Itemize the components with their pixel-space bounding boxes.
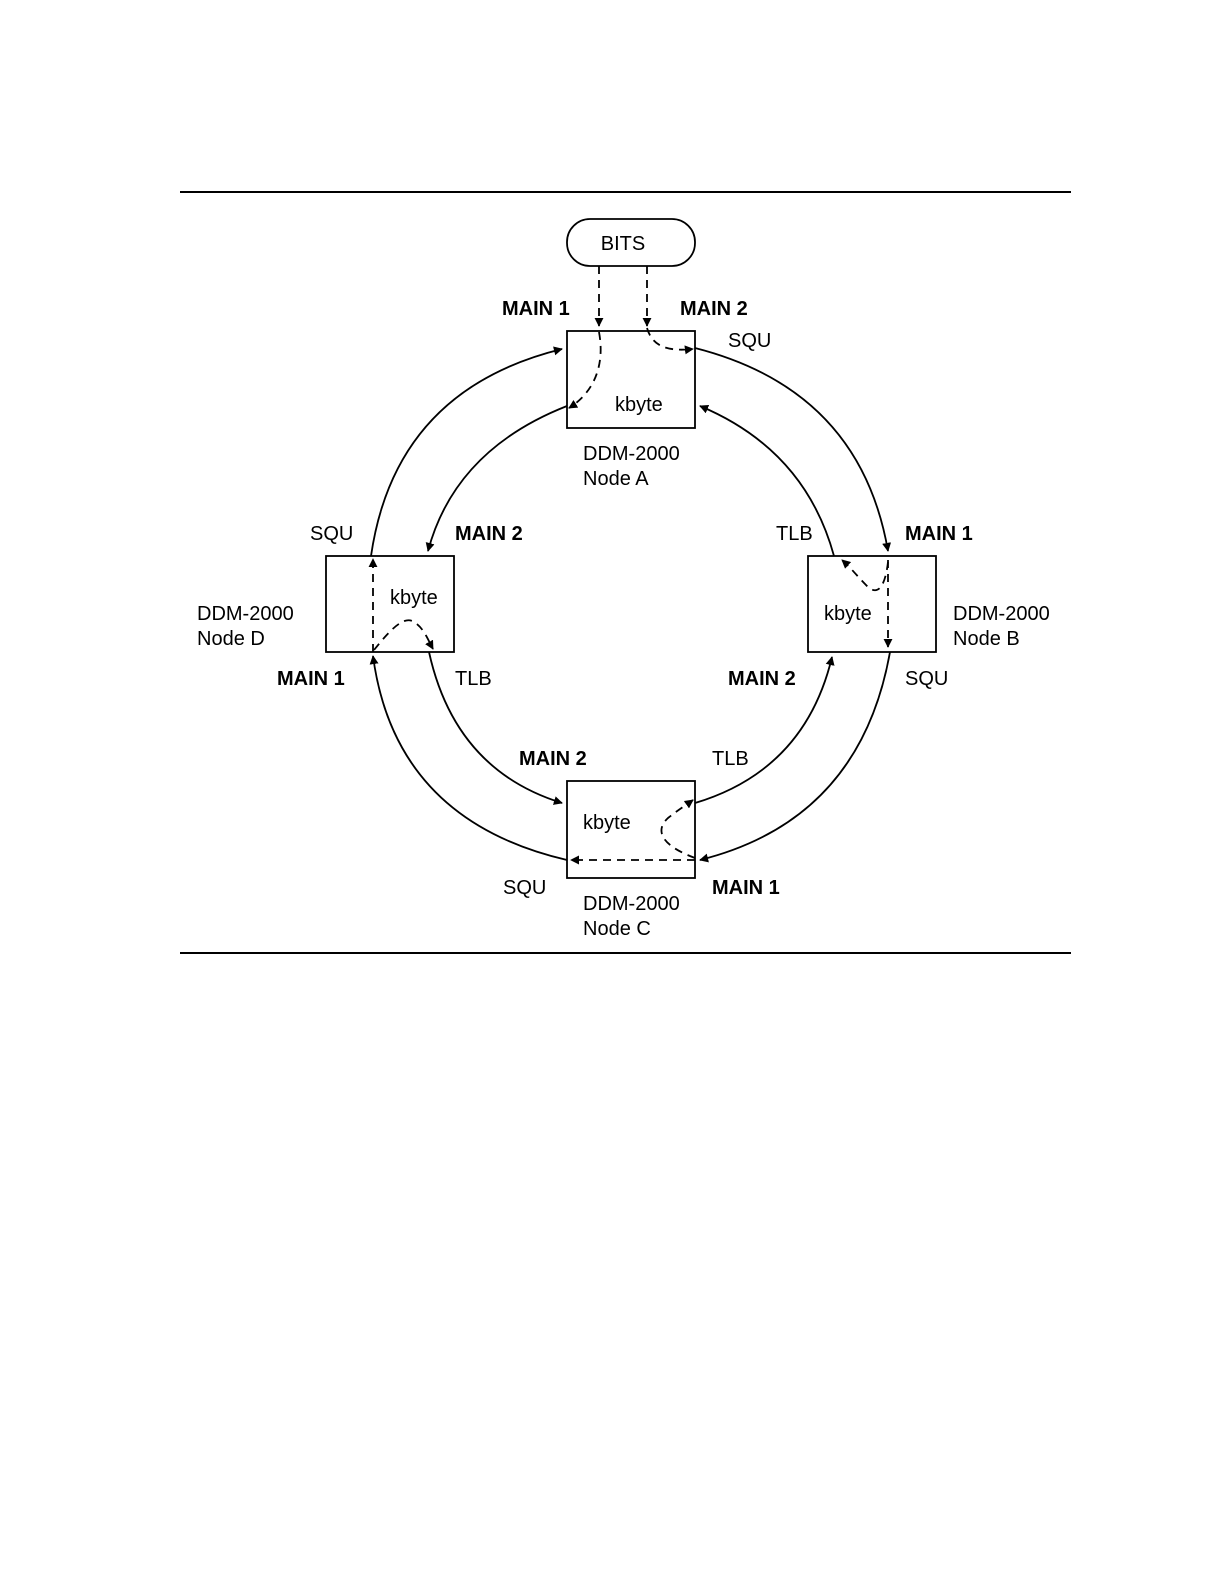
label-b-tlb: TLB: [776, 523, 813, 545]
ring-arc-b-to-a: [700, 406, 834, 556]
label-d-main1: MAIN 1: [277, 668, 345, 690]
bits-label: BITS: [601, 233, 645, 255]
label-c-tlb: TLB: [712, 748, 749, 770]
node-c: kbyte: [567, 781, 695, 878]
node-b-kbyte: kbyte: [824, 603, 872, 625]
label-b-main2: MAIN 2: [728, 668, 796, 690]
node-b-name-line1: DDM-2000: [953, 603, 1050, 625]
node-a-name-line1: DDM-2000: [583, 443, 680, 465]
node-d: kbyte: [326, 556, 454, 652]
label-b-squ: SQU: [905, 668, 948, 690]
node-a-name-line2: Node A: [583, 468, 649, 490]
node-b: kbyte: [808, 556, 936, 652]
label-d-squ: SQU: [310, 523, 353, 545]
label-c-main2: MAIN 2: [519, 748, 587, 770]
bits-source: BITS: [567, 219, 695, 266]
node-d-kbyte: kbyte: [390, 587, 438, 609]
node-a-kbyte: kbyte: [615, 394, 663, 416]
node-d-name-line1: DDM-2000: [197, 603, 294, 625]
label-a-squ: SQU: [728, 330, 771, 352]
node-d-name-line2: Node D: [197, 628, 265, 650]
ring-arc-d-to-c: [429, 652, 562, 803]
label-b-main1: MAIN 1: [905, 523, 973, 545]
node-c-kbyte: kbyte: [583, 812, 631, 834]
node-b-name-line2: Node B: [953, 628, 1020, 650]
label-a-main1: MAIN 1: [502, 298, 570, 320]
node-a: kbyte: [567, 331, 695, 428]
label-c-squ: SQU: [503, 877, 546, 899]
label-c-main1: MAIN 1: [712, 877, 780, 899]
label-a-main2: MAIN 2: [680, 298, 748, 320]
node-c-name-line1: DDM-2000: [583, 893, 680, 915]
label-d-main2: MAIN 2: [455, 523, 523, 545]
label-d-tlb: TLB: [455, 668, 492, 690]
ring-arc-a-to-b: [695, 348, 888, 551]
node-c-name-line2: Node C: [583, 918, 651, 940]
